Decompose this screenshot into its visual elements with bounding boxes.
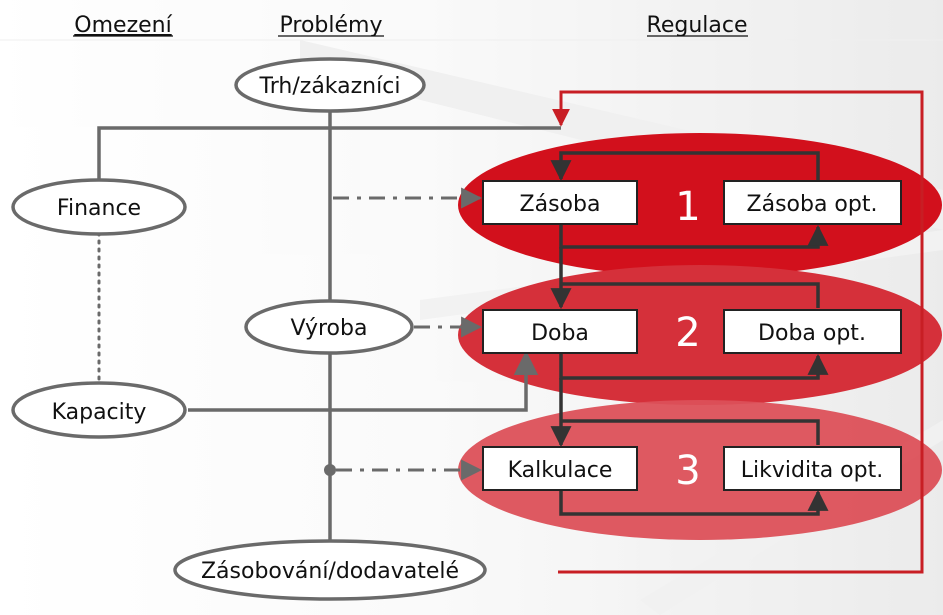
node-finance: Finance	[11, 178, 187, 236]
dashdot-arrows	[333, 187, 483, 481]
header-problems: Problémy	[280, 13, 383, 38]
loop-1-optimum-label: Zásoba opt.	[747, 192, 878, 217]
header-constraints: Omezení	[74, 13, 172, 38]
node-supply-label: Zásobování/dodavatelé	[201, 559, 459, 584]
node-market-label: Trh/zákazníci	[259, 74, 401, 99]
loop-1-variable-box	[482, 180, 638, 225]
junction-dot	[324, 464, 336, 476]
loop-2-optimum-label: Doba opt.	[758, 321, 866, 346]
loop-2-variable-box	[482, 309, 638, 354]
node-production-label: Výroba	[291, 316, 368, 341]
loop-2-number: 2	[675, 310, 700, 356]
header-regulation: Regulace	[647, 13, 748, 38]
feedback-frame	[552, 90, 924, 574]
loop-3-optimum-label: Likvidita opt.	[741, 458, 883, 483]
node-production: Výroba	[244, 299, 414, 355]
loop-3-variable-box	[482, 446, 638, 491]
node-finance-label: Finance	[57, 196, 141, 221]
loop-arrows	[550, 151, 829, 516]
node-capacity: Kapacity	[11, 381, 187, 439]
node-supply: Zásobování/dodavatelé	[173, 539, 487, 601]
loop-2: Doba 2 Doba opt.	[482, 309, 902, 356]
loop-1-number: 1	[675, 184, 700, 230]
constraint-connectors	[97, 126, 561, 412]
node-market: Trh/zákazníci	[234, 57, 426, 113]
loop-3-number: 3	[675, 448, 700, 494]
loop-3: Kalkulace 3 Likvidita opt.	[482, 446, 902, 494]
loop-1-variable-label: Zásoba	[520, 192, 601, 217]
loop-2-variable-label: Doba	[531, 321, 589, 346]
column-headers: Omezení Problémy Regulace	[73, 13, 748, 38]
loop-1-optimum-box	[723, 180, 902, 225]
loop-1: Zásoba 1 Zásoba opt.	[482, 180, 902, 230]
loop-3-variable-label: Kalkulace	[508, 458, 613, 483]
loop-2-optimum-box	[723, 309, 902, 354]
loop-3-optimum-box	[723, 446, 902, 491]
node-capacity-label: Kapacity	[52, 400, 147, 425]
